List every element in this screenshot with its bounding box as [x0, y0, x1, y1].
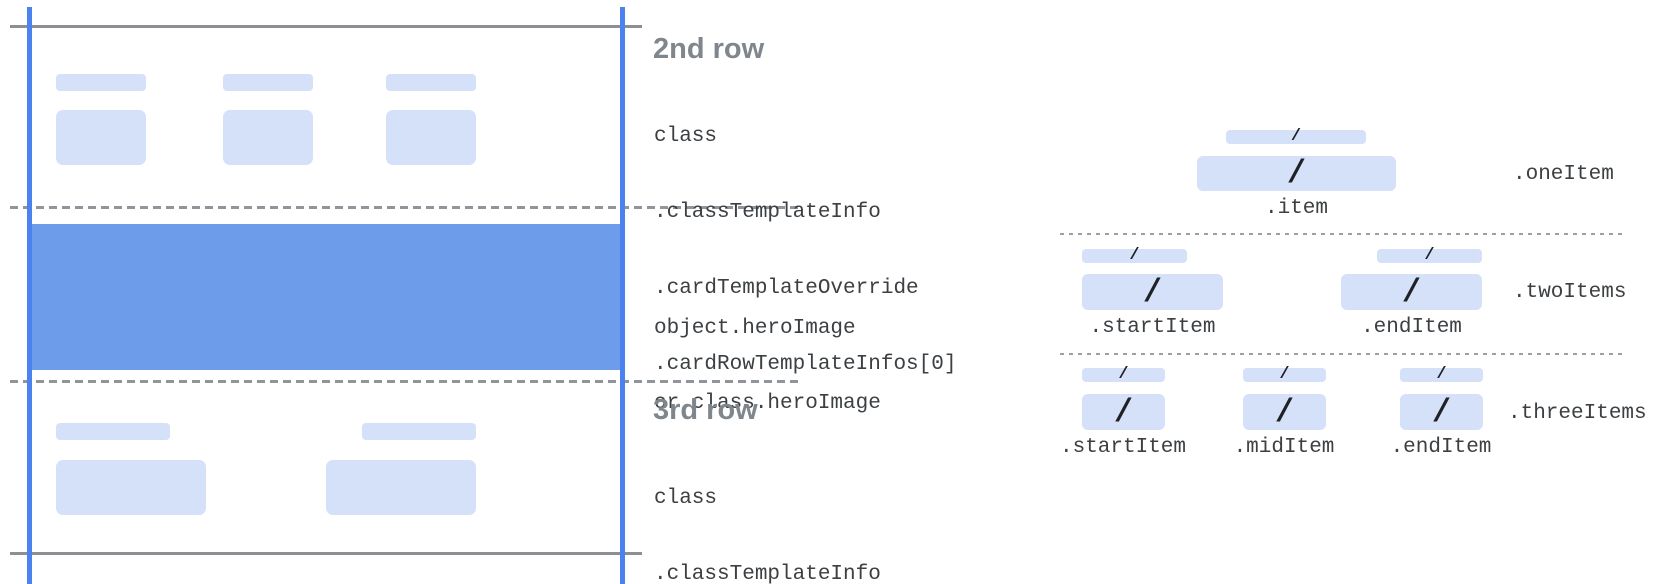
card-left-guide-line [27, 7, 32, 584]
slash-separator-icon: / [1129, 246, 1140, 265]
third-row-heading: 3rd row [653, 394, 758, 426]
one-two-items-divider-dashed-line [1060, 233, 1626, 235]
second-row-heading: 2nd row [653, 33, 765, 65]
code-line: class [654, 125, 718, 148]
two-items-end-label-bar: / [1377, 246, 1482, 265]
row2-field-value-box [223, 110, 313, 165]
mid-item-slot-label: .midItem [1233, 436, 1335, 459]
card-bottom-border-line [10, 552, 642, 555]
three-items-group-label: .threeItems [1508, 402, 1647, 425]
slash-separator-icon: / [1113, 393, 1134, 431]
slash-separator-icon: / [1401, 273, 1422, 311]
end-item-slot-label: .endItem [1361, 316, 1462, 339]
code-line: .cardRowTemplateInfos[0] [654, 353, 957, 376]
two-items-start-label-bar: / [1082, 246, 1187, 265]
three-items-end-label-bar: / [1400, 365, 1483, 384]
one-item-group-label: .oneItem [1513, 163, 1614, 186]
row3-field-label-bar [56, 423, 170, 440]
second-row-code-block: class .classTemplateInfo .cardTemplateOv… [654, 76, 956, 426]
item-slot-label: .item [1264, 197, 1328, 220]
card-top-border-line [10, 25, 642, 28]
slash-separator-icon: / [1424, 246, 1435, 265]
one-item-value-bar: / [1197, 156, 1396, 191]
row3-field-value-box [56, 460, 206, 515]
three-items-mid-label-bar: / [1243, 365, 1326, 384]
two-items-end-value-bar: / [1341, 274, 1482, 310]
three-items-end-value-bar: / [1400, 394, 1483, 430]
hero-image-band [31, 224, 621, 370]
slash-separator-icon: / [1279, 365, 1290, 384]
row2-field-value-box [386, 110, 476, 165]
hero-image-code-block: object.heroImage or class.heroImage [654, 268, 881, 464]
row2-hero-divider-dashed-line [10, 206, 800, 209]
card-right-guide-line [620, 7, 625, 584]
slash-separator-icon: / [1431, 393, 1452, 431]
slash-separator-icon: / [1142, 273, 1163, 311]
row2-field-label-bar [223, 74, 313, 91]
code-line: or class.heroImage [654, 392, 881, 415]
two-items-group-label: .twoItems [1513, 281, 1627, 304]
one-item-label-bar: / [1226, 127, 1366, 146]
row2-field-label-bar [386, 74, 476, 91]
three-items-mid-value-bar: / [1243, 394, 1326, 430]
hero-row3-divider-dashed-line [10, 380, 800, 383]
three-items-start-value-bar: / [1082, 394, 1165, 430]
code-line: class [654, 487, 718, 510]
slash-separator-icon: / [1118, 365, 1129, 384]
end-item-slot-label: .endItem [1390, 436, 1492, 459]
two-three-items-divider-dashed-line [1060, 353, 1626, 355]
slash-separator-icon: / [1290, 127, 1302, 146]
row3-field-value-box [326, 460, 476, 515]
slash-separator-icon: / [1274, 393, 1295, 431]
code-line: .classTemplateInfo [654, 563, 881, 584]
three-items-start-label-bar: / [1082, 365, 1165, 384]
start-item-slot-label: .startItem [1089, 316, 1216, 339]
code-line: object.heroImage [654, 317, 856, 340]
row2-field-value-box [56, 110, 146, 165]
two-items-start-value-bar: / [1082, 274, 1223, 310]
start-item-slot-label: .startItem [1059, 436, 1187, 459]
slash-separator-icon: / [1436, 365, 1447, 384]
code-line: .cardTemplateOverride [654, 277, 919, 300]
code-line: .classTemplateInfo [654, 201, 881, 224]
row2-field-label-bar [56, 74, 146, 91]
row3-field-label-bar [362, 423, 476, 440]
slash-separator-icon: / [1286, 155, 1307, 192]
third-row-code-block: class .classTemplateInfo .cardTemplateOv… [654, 438, 956, 584]
